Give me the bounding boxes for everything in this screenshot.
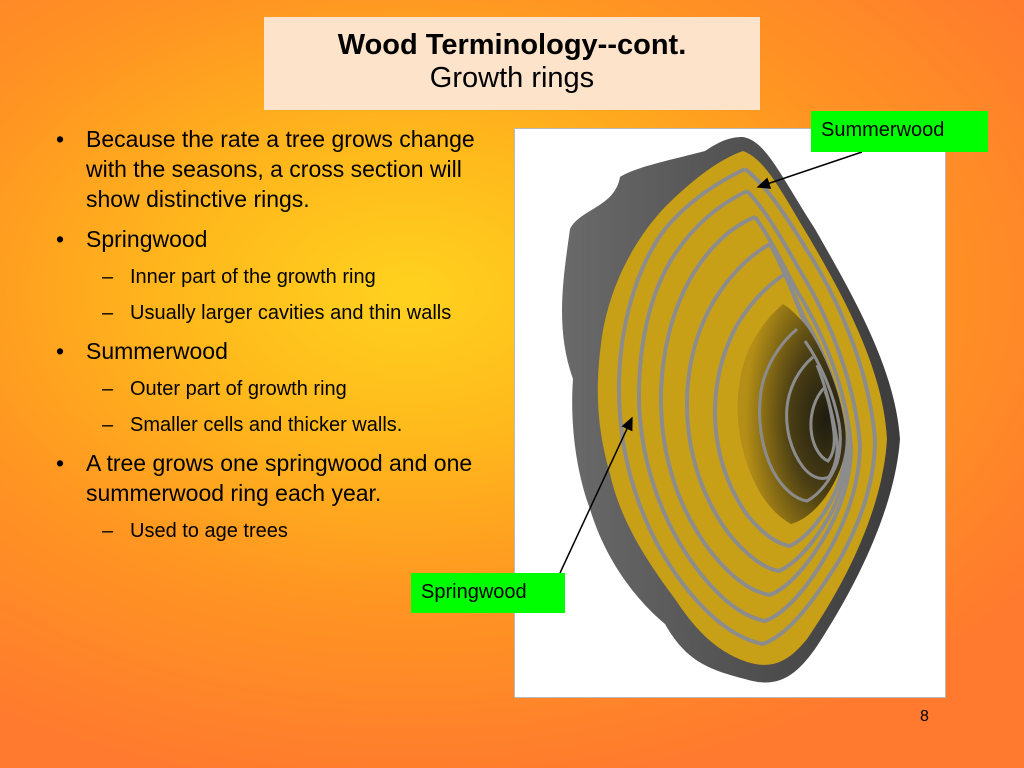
growth-rings (616, 167, 878, 647)
title-box: Wood Terminology--cont. Growth rings (264, 17, 760, 110)
slide-title: Wood Terminology--cont. (337, 29, 687, 61)
bullet-springwood: Springwood (56, 224, 516, 254)
bullet-one-ring-per-year: A tree grows one springwood and one summ… (56, 448, 516, 508)
summerwood-label: Summerwood (811, 111, 988, 152)
springwood-label: Springwood (411, 573, 565, 613)
tree-cross-section-illustration (562, 137, 900, 683)
sub-bullet-springwood-inner: Inner part of the growth ring (56, 264, 516, 291)
sub-bullet-springwood-cavities: Usually larger cavities and thin walls (56, 300, 516, 327)
bullet-list: Because the rate a tree grows change wit… (56, 124, 516, 554)
bullet-summerwood: Summerwood (56, 336, 516, 366)
growth-rings-figure (514, 128, 946, 698)
page-number: 8 (920, 708, 929, 725)
bullet-rate-of-growth: Because the rate a tree grows change wit… (56, 124, 516, 214)
heartwood (737, 304, 846, 524)
sub-bullet-summerwood-outer: Outer part of growth ring (56, 376, 516, 403)
sub-bullet-age-trees: Used to age trees (56, 518, 516, 545)
slide-subtitle: Growth rings (429, 62, 595, 94)
inner-rings (758, 327, 842, 503)
sub-bullet-summerwood-cells: Smaller cells and thicker walls. (56, 412, 516, 439)
